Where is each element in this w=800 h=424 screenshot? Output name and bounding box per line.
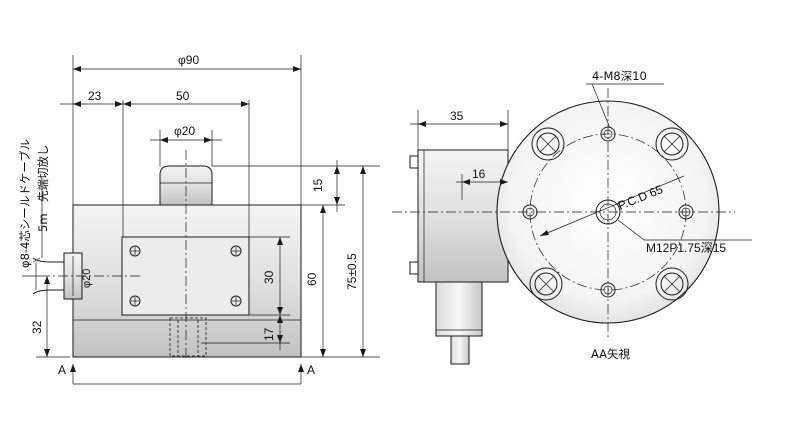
side-view-aa: 35 16 4-M8深10 P.C.D 65 M12P1.75深15 AA矢視 xyxy=(392,69,752,365)
tapped-hole xyxy=(522,204,538,220)
dim-cable-dia: φ20 xyxy=(81,269,93,288)
side-cable-boss xyxy=(435,281,483,337)
section-mark-left: A xyxy=(58,363,66,377)
note-center-thread: M12P1.75深15 xyxy=(646,241,726,255)
section-mark-right: A xyxy=(307,363,315,377)
screw-icon xyxy=(230,245,242,257)
screw-icon xyxy=(230,295,242,307)
dim-height-60: 60 xyxy=(305,272,319,286)
note-tapped-holes: 4-M8深10 xyxy=(592,69,647,83)
bolt-pocket xyxy=(531,127,565,161)
dim-offset-23: 23 xyxy=(88,89,102,103)
dim-offset-16: 16 xyxy=(472,167,486,181)
bolt-pocket xyxy=(655,127,689,161)
side-body xyxy=(417,149,509,283)
tapped-hole xyxy=(600,126,616,142)
front-view: φ90 23 50 φ20 15 30 17 60 xyxy=(18,53,380,385)
dim-width-50: 50 xyxy=(176,89,190,103)
view-label: AA矢視 xyxy=(591,347,631,361)
screw-icon xyxy=(129,295,141,307)
dim-overall-width: φ90 xyxy=(178,53,199,67)
dim-height-30: 30 xyxy=(262,270,276,284)
dim-height-17: 17 xyxy=(262,327,276,341)
dim-height-75: 75±0.5 xyxy=(345,253,359,290)
tapped-hole xyxy=(678,204,694,220)
dim-boss-dia: φ20 xyxy=(174,124,195,138)
mounting-plate xyxy=(121,236,250,316)
hidden-slot xyxy=(169,317,207,357)
dim-height-32: 32 xyxy=(30,320,44,334)
dim-height-15: 15 xyxy=(311,178,325,192)
bolt-pocket xyxy=(655,267,689,301)
cable-note-line2: 5m 先端切放し xyxy=(36,144,50,232)
dim-offset-35: 35 xyxy=(450,109,464,123)
cable-note-line1: φ8-4芯シールドケーブル xyxy=(18,139,32,268)
top-boss xyxy=(159,165,213,206)
bolt-pocket xyxy=(529,267,563,301)
tapped-hole xyxy=(600,282,616,298)
screw-icon xyxy=(129,245,141,257)
center-thread-hole xyxy=(595,199,621,225)
